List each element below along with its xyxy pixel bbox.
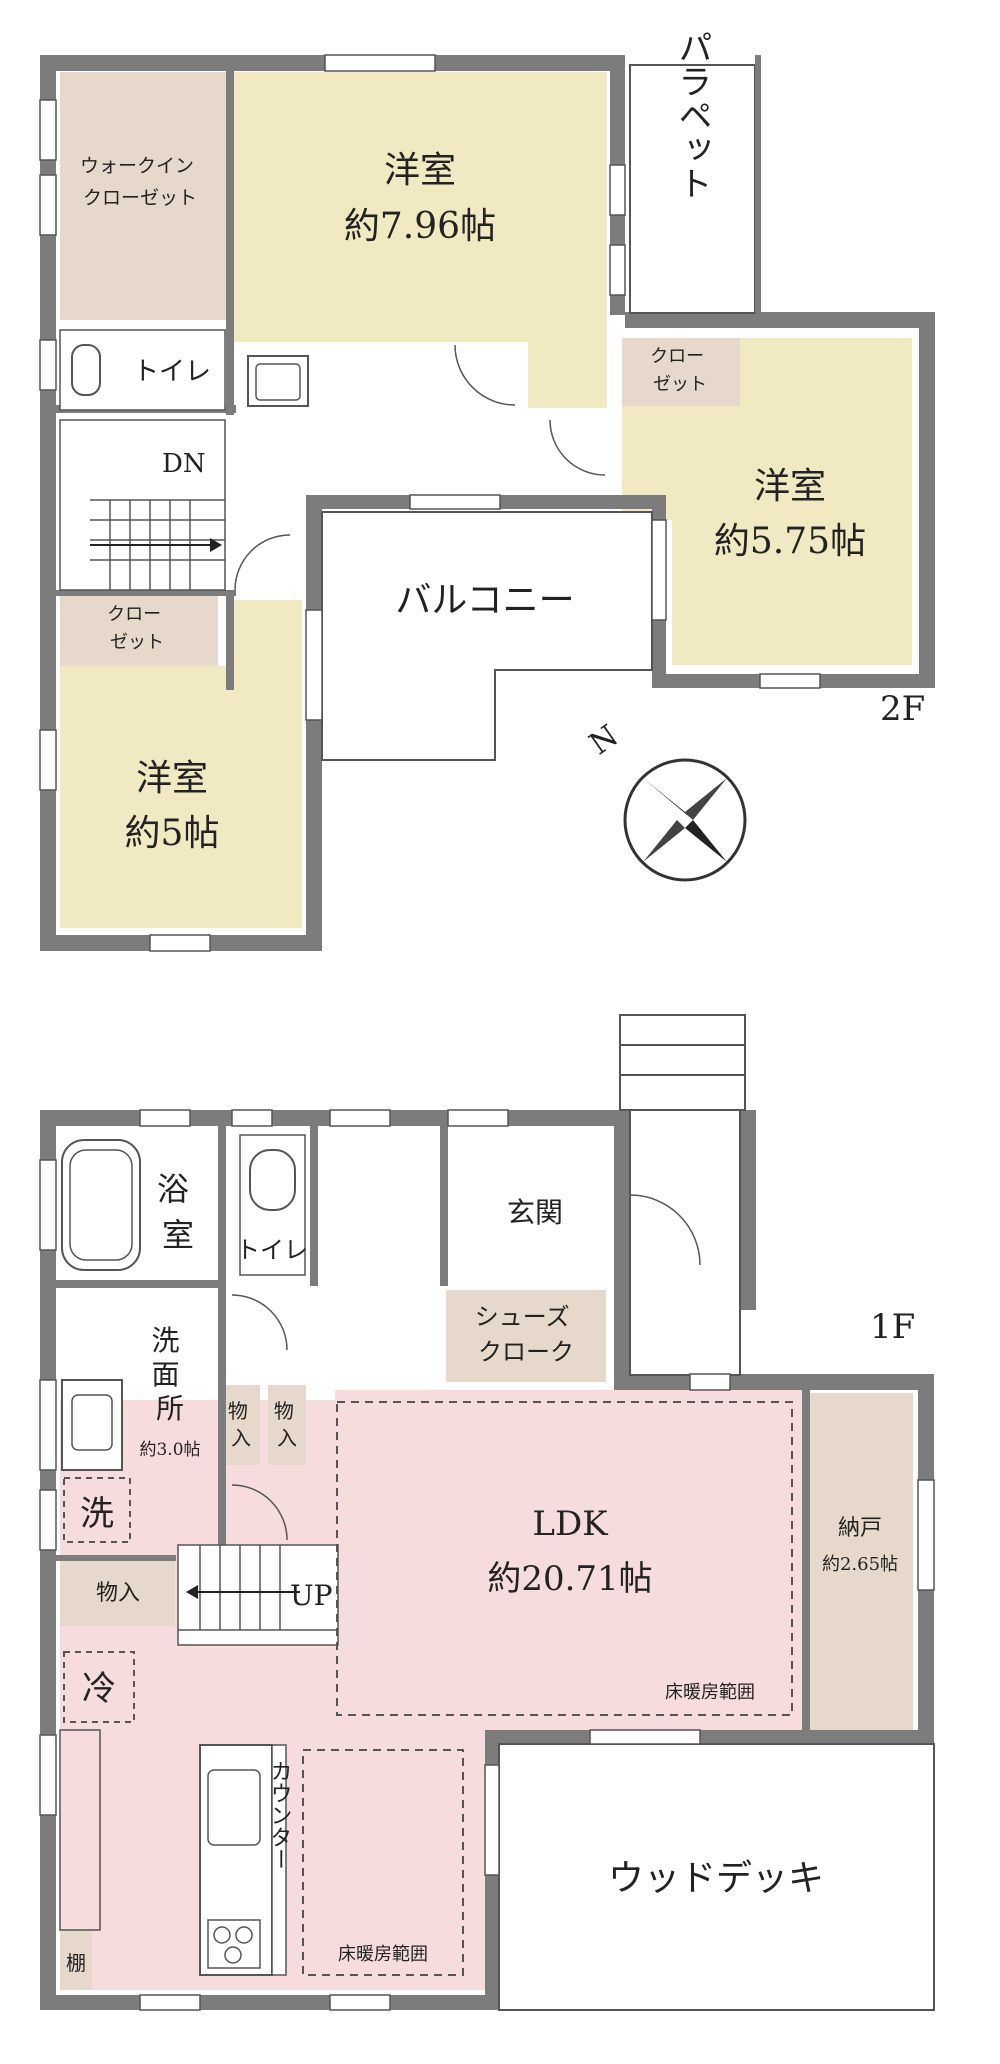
wood-deck-label: ウッドデッキ [608, 1858, 824, 1899]
western-b-fill [622, 338, 912, 665]
closet-c-fill [60, 596, 218, 666]
balcony-label: バルコニー [395, 580, 574, 621]
western-main-size: 約7.96帖 [344, 206, 496, 247]
up-label: UP [290, 1579, 332, 1612]
parapet-label: パラペット [672, 30, 712, 200]
counter-label: カウンター [267, 1760, 292, 1870]
walk-in-closet-label: ウォークイン クローゼット [80, 155, 200, 209]
storage-c-fill [60, 1558, 175, 1626]
balcony-area [321, 511, 653, 761]
shelf-label: 棚 [66, 1951, 86, 1975]
closet-a-fill [622, 338, 740, 406]
shoes-cloak-label: シューズ クローク [475, 1303, 577, 1366]
bath-label: 浴 室 [157, 1170, 199, 1254]
nando-size: 約2.65帖 [822, 1554, 898, 1575]
western-c-size: 約5帖 [125, 813, 220, 854]
storage-c-label: 物入 [96, 1581, 140, 1606]
washer-label: 洗 [80, 1494, 114, 1534]
western-b-title: 洋室 [754, 466, 826, 507]
storage-b-label: 物 入 [274, 1399, 300, 1450]
washroom-label: 洗 面 所 [152, 1324, 189, 1425]
parapet-area [629, 64, 756, 314]
toilet-1f-label: トイレ [236, 1236, 308, 1264]
storage-a-label: 物 入 [228, 1399, 254, 1450]
closet-a-label: クロー ゼット [650, 346, 710, 395]
ldk-title: LDK [532, 1504, 608, 1544]
nando-title: 納戸 [838, 1516, 882, 1541]
floor-2f: 2F N ウォークイン クローゼット 洋室 約7.96帖 パラペット トイレ D… [39, 30, 935, 952]
floor-heating-b-label: 床暖房範囲 [338, 1944, 428, 1965]
floor-label-1f: 1F [870, 1307, 915, 1347]
western-main-fill [232, 72, 607, 408]
walk-in-closet-fill [60, 72, 227, 320]
closet-c-label: クロー ゼット [107, 604, 167, 653]
dn-label: DN [162, 449, 206, 479]
entrance-label: 玄関 [507, 1196, 563, 1229]
western-c-fill [60, 600, 302, 928]
toilet-2f-label: トイレ [133, 357, 211, 387]
compass-n-label: N [583, 718, 625, 762]
shoes-fill [446, 1290, 606, 1382]
storage-a-fill [222, 1385, 260, 1465]
kitchen-counter-fill [59, 1729, 101, 1931]
washroom-size: 約3.0帖 [139, 1440, 200, 1460]
storage-b-fill [268, 1385, 306, 1465]
western-main-title: 洋室 [384, 150, 456, 191]
floor-label-2f: 2F [880, 689, 925, 729]
fridge-label: 冷 [82, 1669, 116, 1709]
wood-deck-area [498, 1743, 935, 2011]
western-c-title: 洋室 [136, 758, 208, 799]
western-b-size: 約5.75帖 [714, 521, 866, 562]
compass [623, 758, 747, 882]
floor-heating-a-label: 床暖房範囲 [665, 1682, 755, 1703]
nando-fill [808, 1393, 913, 1733]
shelf-fill [60, 1930, 92, 1990]
floor-1f: 1F 浴 室 トイレ 玄関 シューズ クローク 洗 面 所 約3.0帖 物 入 … [39, 1014, 935, 2011]
ldk-size: 約20.71帖 [487, 1559, 652, 1599]
